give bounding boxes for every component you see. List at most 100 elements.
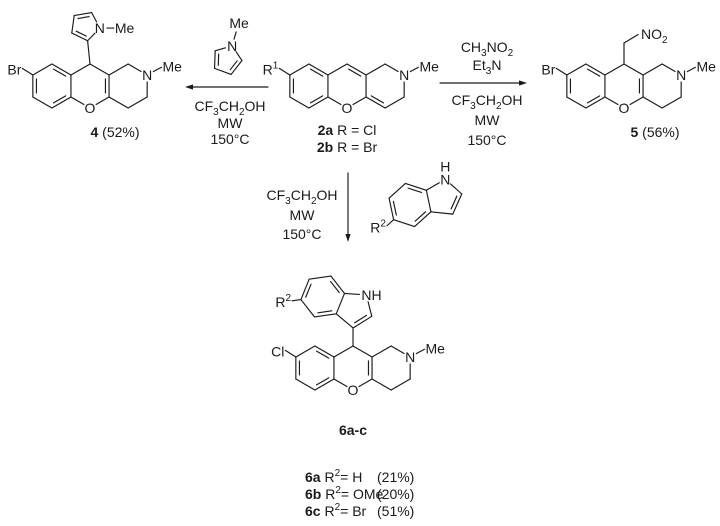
compound-substituent-label: 6b R2= OMe bbox=[305, 485, 384, 502]
bond bbox=[686, 66, 697, 73]
solvent-label: CF3CH2OH bbox=[194, 98, 265, 118]
bond bbox=[390, 345, 405, 355]
bond bbox=[313, 313, 337, 318]
bond bbox=[409, 66, 420, 73]
bond bbox=[333, 378, 348, 388]
compound-substituent-label: 6a R2= H bbox=[305, 468, 362, 485]
bond bbox=[300, 278, 310, 301]
bond bbox=[233, 31, 237, 40]
bond bbox=[390, 378, 411, 391]
aryl-substituent-label: Br bbox=[7, 61, 21, 77]
yield-table-row: 6a R2= H (21%) bbox=[305, 468, 414, 485]
nitrogen-atom-label: N bbox=[227, 38, 237, 54]
bond bbox=[95, 96, 110, 106]
yield-label: (20%) bbox=[377, 486, 414, 502]
yield-table-row: 6b R2= OMe(20%) bbox=[305, 485, 414, 502]
compound-2a-label: 2a R = Cl bbox=[318, 122, 377, 138]
r2-substituent-label: R2 bbox=[370, 219, 386, 236]
bond bbox=[70, 96, 85, 106]
yield-table: 6a R2= H(21%)6b R2= OMe(20%)6c R2= Br(51… bbox=[305, 468, 414, 519]
yield-label: (51%) bbox=[377, 503, 414, 519]
bond bbox=[284, 349, 297, 358]
bond bbox=[278, 67, 291, 76]
bond bbox=[333, 345, 354, 358]
nitro-group-label: NO2 bbox=[641, 26, 668, 46]
nitrogen-atom-label: N bbox=[405, 349, 415, 365]
microwave-label: MW bbox=[218, 115, 244, 131]
double-bond-line bbox=[52, 68, 67, 77]
bond bbox=[449, 183, 463, 195]
nitrogen-atom-label: N bbox=[142, 67, 152, 83]
bond bbox=[51, 63, 72, 76]
solvent-label: CF3CH2OH bbox=[266, 187, 337, 207]
bond bbox=[388, 197, 395, 221]
bond bbox=[214, 47, 226, 52]
double-bond-line bbox=[348, 68, 362, 77]
double-bond-line bbox=[315, 350, 330, 359]
double-bond-line bbox=[309, 68, 324, 77]
arrow-head bbox=[345, 234, 351, 242]
bond bbox=[295, 345, 316, 358]
bond bbox=[308, 96, 329, 109]
arrow-to-compound-6 bbox=[345, 172, 351, 242]
bond bbox=[213, 67, 232, 75]
bond bbox=[430, 211, 454, 215]
bond bbox=[32, 63, 53, 76]
bond bbox=[230, 59, 243, 75]
bond bbox=[335, 313, 354, 329]
yield-label: (21%) bbox=[377, 469, 414, 485]
bond bbox=[623, 33, 639, 44]
bond bbox=[393, 219, 416, 228]
bond bbox=[73, 11, 93, 17]
bond bbox=[642, 96, 663, 109]
bond bbox=[425, 189, 432, 213]
double-bond-line bbox=[329, 280, 340, 294]
bond bbox=[89, 63, 110, 76]
double-bond-line bbox=[77, 16, 90, 20]
indole-nh-label: NH bbox=[361, 287, 381, 303]
arrow-head bbox=[519, 80, 527, 86]
nitrogen-atom-label: N bbox=[399, 67, 409, 83]
bond bbox=[291, 298, 302, 302]
compound-2b-label: 2b R = Br bbox=[317, 139, 378, 155]
double-bond-line bbox=[353, 314, 368, 324]
reagent-n-methylpyrrole: NMe bbox=[213, 15, 249, 75]
bond bbox=[91, 11, 98, 23]
oxygen-atom-label: O bbox=[348, 382, 359, 398]
double-bond-line bbox=[315, 377, 330, 386]
bond bbox=[295, 378, 316, 391]
temperature-label: 150°C bbox=[210, 131, 249, 147]
bond bbox=[343, 292, 360, 296]
bond bbox=[642, 63, 663, 76]
bond bbox=[32, 96, 53, 109]
bond bbox=[352, 315, 373, 329]
double-bond-line bbox=[586, 95, 601, 104]
double-bond-line bbox=[450, 195, 458, 210]
n-methyl-label: Me bbox=[696, 58, 716, 74]
double-bond-line bbox=[392, 200, 397, 216]
compound-5-label: 5 (56%) bbox=[630, 124, 679, 140]
compound-substituent-label: 6c R2= Br bbox=[305, 502, 367, 519]
double-bond-line bbox=[407, 187, 423, 194]
bond bbox=[365, 96, 386, 109]
bond bbox=[300, 298, 316, 318]
bond bbox=[661, 96, 682, 109]
bond bbox=[289, 63, 310, 76]
bond bbox=[604, 63, 625, 76]
bond bbox=[235, 51, 243, 62]
nitromethane-label: CH3NO2 bbox=[461, 39, 514, 59]
solvent-label: CF3CH2OH bbox=[451, 92, 522, 112]
double-bond-line bbox=[229, 60, 238, 71]
double-bond-line bbox=[317, 310, 333, 314]
bond bbox=[127, 63, 142, 73]
bond bbox=[415, 348, 426, 355]
bond bbox=[367, 301, 373, 317]
